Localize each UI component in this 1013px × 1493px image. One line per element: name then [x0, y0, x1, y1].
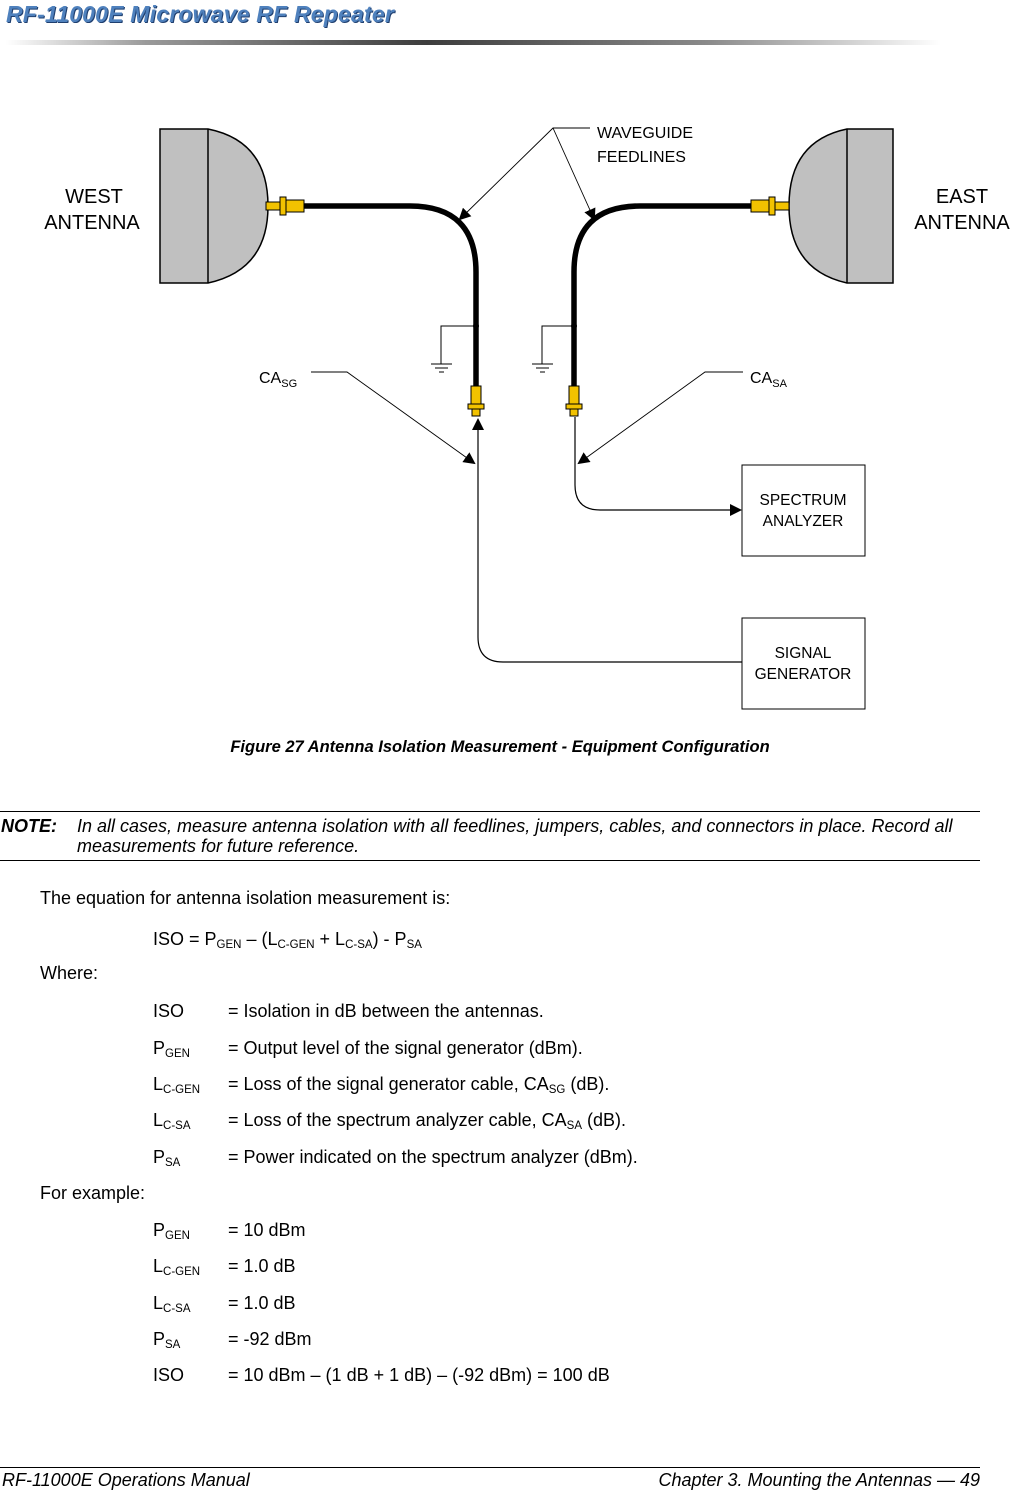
footer-rule: [0, 1467, 980, 1468]
east-antenna-icon: [788, 128, 894, 284]
west-test-connector: [467, 385, 485, 417]
document-header-title: RF-11000E Microwave RF Repeater: [6, 1, 394, 27]
spectrum-analyzer-label-1: SPECTRUM: [760, 492, 847, 509]
east-test-connector: [565, 385, 583, 417]
equipment-configuration-diagram: WEST ANTENNA EAST ANTENNA WAVEGUIDE FEED…: [44, 125, 1010, 710]
signal-generator-label-2: GENERATOR: [755, 666, 852, 683]
note-label: NOTE:: [1, 816, 57, 836]
ca-sa-leader: [577, 371, 743, 465]
isolation-equation: ISO = PGEN – (LC-GEN + LC-SA) - PSA: [153, 929, 422, 951]
signal-generator-label-1: SIGNAL: [775, 645, 832, 662]
note-box: NOTE: In all cases, measure antenna isol…: [0, 811, 980, 861]
ca-sa-label: CASA: [750, 370, 788, 390]
footer-chapter-page: Chapter 3. Mounting the Antennas — 49: [658, 1470, 980, 1490]
ca-sg-label: CASG: [259, 370, 297, 390]
west-antenna-label-1: WEST: [65, 186, 123, 208]
example-label: For example:: [40, 1183, 146, 1203]
ca-sg-leader: [311, 371, 476, 465]
spectrum-analyzer-cable: [574, 417, 742, 516]
signal-generator-cable: [472, 418, 742, 663]
waveguide-leader: [458, 127, 590, 221]
header-rule: [6, 40, 941, 45]
waveguide-label-1: WAVEGUIDE: [597, 125, 693, 142]
ground-symbol-left: [431, 323, 479, 373]
note-text: In all cases, measure antenna isolation …: [77, 816, 953, 856]
spectrum-analyzer-label-2: ANALYZER: [763, 513, 844, 530]
east-feedline: [571, 203, 755, 388]
west-antenna-connector: [265, 196, 305, 216]
intro-paragraph: The equation for antenna isolation measu…: [40, 888, 451, 908]
signal-generator-box: [741, 617, 866, 710]
east-antenna-label-1: EAST: [936, 186, 988, 208]
spectrum-analyzer-box: [741, 464, 866, 557]
east-antenna-connector: [750, 196, 790, 216]
west-antenna-label-2: ANTENNA: [44, 212, 140, 234]
where-label: Where:: [40, 963, 99, 983]
west-antenna-icon: [159, 128, 269, 284]
east-antenna-label-2: ANTENNA: [914, 212, 1010, 234]
ground-symbol-right: [532, 323, 577, 373]
waveguide-label-2: FEEDLINES: [597, 149, 686, 166]
west-feedline: [300, 203, 479, 388]
footer-manual-title: RF-11000E Operations Manual: [2, 1470, 250, 1490]
waveguide-leader-2: [552, 127, 596, 221]
figure-caption: Figure 27 Antenna Isolation Measurement …: [230, 738, 770, 756]
